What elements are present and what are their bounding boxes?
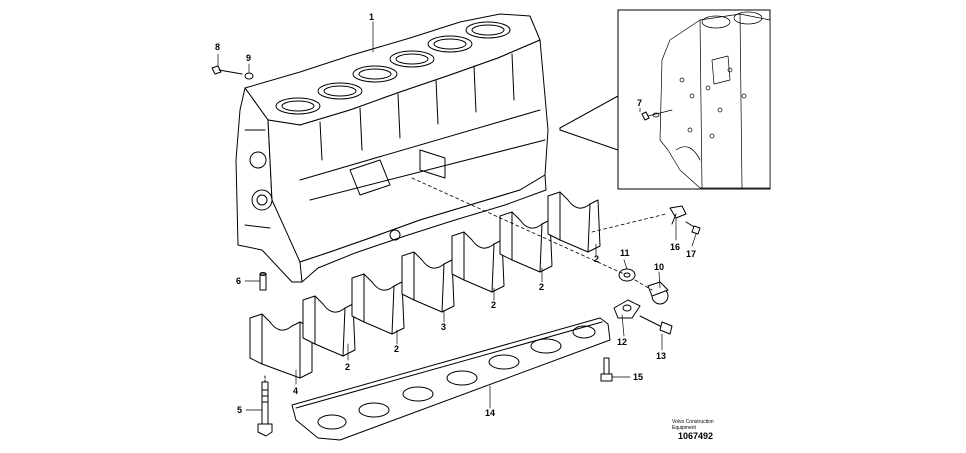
callout-7: 7 — [637, 98, 642, 108]
detail-inset — [559, 9, 771, 190]
bearing-cap-3 — [351, 273, 405, 335]
screw-17 — [685, 221, 701, 235]
callout-2-b: 2 — [394, 344, 399, 354]
callout-17: 17 — [686, 249, 696, 259]
bearing-cap-1 — [249, 313, 313, 379]
bearing-cap-2 — [302, 295, 356, 357]
callout-9: 9 — [246, 53, 251, 63]
callout-12: 12 — [617, 337, 627, 347]
callout-8: 8 — [215, 42, 220, 52]
callout-10: 10 — [654, 262, 664, 272]
bolt-13 — [639, 315, 673, 335]
callout-4: 4 — [293, 386, 298, 396]
callout-14: 14 — [485, 408, 495, 418]
bearing-cap-5 — [451, 231, 505, 293]
washer-9 — [244, 72, 254, 80]
callout-2-e: 2 — [594, 254, 599, 264]
bolt-8 — [211, 65, 243, 75]
callout-15: 15 — [633, 372, 643, 382]
callout-3: 3 — [441, 322, 446, 332]
bolt-15 — [600, 357, 613, 382]
main-bearing-bolt-5 — [257, 375, 273, 437]
credit-line-2: Equipment — [672, 425, 696, 431]
oil-pan-plate — [291, 317, 611, 441]
plug-10 — [647, 281, 669, 305]
callout-labels: 1 2 2 2 2 2 3 4 5 6 7 8 9 10 11 12 13 14… — [215, 12, 696, 418]
bearing-cap-4 — [401, 251, 455, 313]
leader-lines — [217, 21, 697, 411]
bearing-cap-6 — [499, 211, 553, 273]
drawing-number: 1067492 — [678, 431, 714, 441]
credit-line-1: Volvo Construction — [672, 419, 714, 425]
callout-5: 5 — [237, 405, 242, 415]
callout-2-d: 2 — [539, 282, 544, 292]
clip-16 — [669, 205, 687, 225]
callout-2-a: 2 — [345, 362, 350, 372]
callout-6: 6 — [236, 276, 241, 286]
callout-13: 13 — [656, 351, 666, 361]
callout-11: 11 — [620, 248, 630, 258]
bracket-12 — [613, 299, 641, 319]
callout-1: 1 — [369, 12, 374, 22]
dowel-pin-6 — [259, 272, 267, 291]
bearing-cap-7 — [547, 191, 601, 253]
callout-16: 16 — [670, 242, 680, 252]
callout-2-c: 2 — [491, 300, 496, 310]
seal-ring-11 — [618, 268, 636, 282]
credit-organization: Volvo Construction Equipment — [672, 419, 742, 431]
cylinder-block — [235, 13, 549, 283]
